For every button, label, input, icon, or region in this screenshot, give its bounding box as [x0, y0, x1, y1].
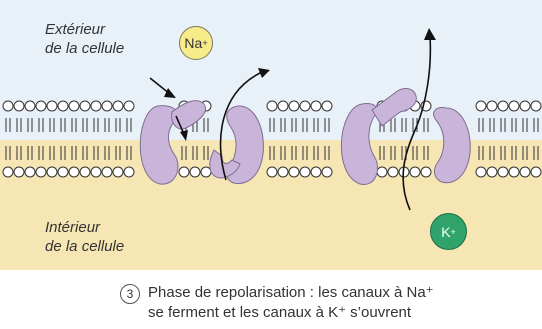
lipid-head — [58, 101, 68, 111]
lipid-head — [80, 101, 90, 111]
lipid-head — [47, 101, 57, 111]
caption-line1: Phase de repolarisation : les canaux à N… — [148, 283, 434, 302]
lipid-head — [14, 101, 24, 111]
lipid-head — [102, 167, 112, 177]
lipid-head — [531, 167, 541, 177]
lipid-head — [498, 101, 508, 111]
lipid-head — [421, 167, 431, 177]
lipid-head — [509, 167, 519, 177]
lipid-head — [3, 101, 13, 111]
potassium-charge: + — [451, 227, 456, 237]
sodium-ion: Na+ — [179, 26, 213, 60]
lipid-head — [14, 167, 24, 177]
lipid-head — [322, 101, 332, 111]
lipid-head — [289, 101, 299, 111]
lipid-head — [267, 101, 277, 111]
lipid-head — [36, 101, 46, 111]
potassium-symbol: K — [441, 224, 450, 240]
lipid-head — [190, 167, 200, 177]
lipid-head — [520, 101, 530, 111]
lipid-head — [91, 101, 101, 111]
extracellular-label: Extérieur de la cellule — [45, 20, 124, 58]
extracellular-label-line1: Extérieur — [45, 20, 124, 39]
lipid-head — [36, 167, 46, 177]
lipid-head — [487, 101, 497, 111]
lipid-head — [25, 101, 35, 111]
potassium-ion: K+ — [430, 213, 467, 250]
lipid-head — [311, 167, 321, 177]
lipid-head — [509, 101, 519, 111]
lipid-head — [278, 167, 288, 177]
lipid-head — [3, 167, 13, 177]
lipid-head — [487, 167, 497, 177]
lipid-head — [322, 167, 332, 177]
extracellular-label-line2: de la cellule — [45, 39, 124, 58]
lipid-head — [498, 167, 508, 177]
caption-line2: se ferment et les canaux à K⁺ s’ouvrent — [148, 303, 411, 322]
lipid-head — [278, 101, 288, 111]
lipid-head — [476, 167, 486, 177]
caption-step-number: 3 — [120, 284, 140, 304]
lipid-head — [267, 167, 277, 177]
lipid-head — [300, 101, 310, 111]
lipid-head — [289, 167, 299, 177]
lipid-head — [58, 167, 68, 177]
lipid-head — [179, 167, 189, 177]
lipid-head — [388, 167, 398, 177]
sodium-symbol: Na — [184, 35, 202, 51]
lipid-head — [531, 101, 541, 111]
lipid-head — [311, 101, 321, 111]
lipid-head — [113, 167, 123, 177]
lipid-head — [410, 167, 420, 177]
lipid-head — [69, 167, 79, 177]
intracellular-label-line1: Intérieur — [45, 218, 124, 237]
lipid-head — [91, 167, 101, 177]
lipid-head — [124, 167, 134, 177]
sodium-charge: + — [202, 38, 207, 48]
intracellular-label: Intérieur de la cellule — [45, 218, 124, 256]
lipid-head — [124, 101, 134, 111]
lipid-head — [47, 167, 57, 177]
lipid-head — [80, 167, 90, 177]
lipid-head — [69, 101, 79, 111]
lipid-head — [102, 101, 112, 111]
lipid-head — [201, 167, 211, 177]
lipid-head — [520, 167, 530, 177]
lipid-head — [476, 101, 486, 111]
lipid-head — [25, 167, 35, 177]
intracellular-label-line2: de la cellule — [45, 237, 124, 256]
lipid-head — [300, 167, 310, 177]
lipid-head — [377, 167, 387, 177]
lipid-head — [113, 101, 123, 111]
